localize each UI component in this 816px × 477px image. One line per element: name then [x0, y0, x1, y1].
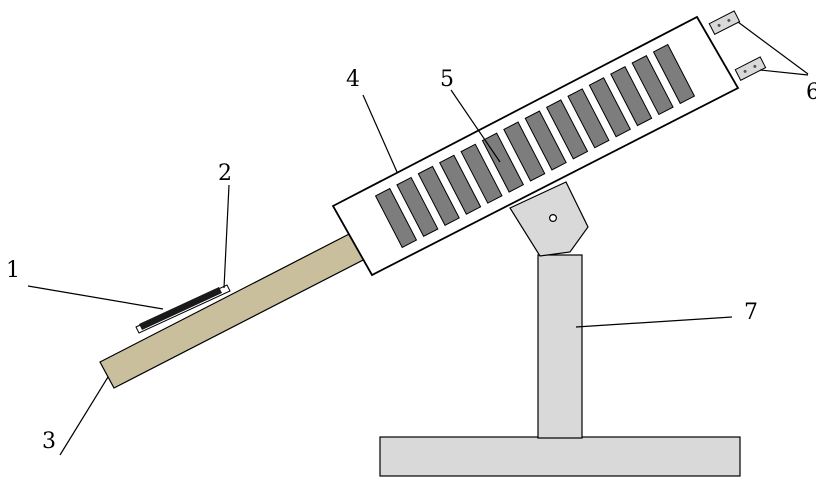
leader-7	[575, 316, 733, 328]
magnet-disc	[652, 43, 696, 105]
magnet-disc	[439, 154, 482, 215]
leader-2	[223, 184, 230, 289]
magnet-disc	[545, 99, 589, 160]
leader-1	[27, 285, 164, 310]
leader-4	[362, 94, 398, 173]
leader-6b	[759, 69, 809, 76]
connector-lower	[734, 56, 767, 82]
label-7: 7	[744, 300, 758, 325]
magnet-disc	[588, 77, 631, 138]
magnet-disc	[610, 66, 653, 127]
stand-bracket	[509, 181, 589, 257]
leader-3	[59, 376, 109, 456]
connector-upper	[708, 10, 741, 36]
leader-5	[450, 89, 501, 163]
magnet-disc	[503, 121, 546, 182]
label-2: 2	[218, 161, 232, 186]
label-4: 4	[346, 67, 360, 92]
magnet-disc	[460, 143, 503, 204]
sample-pad	[139, 287, 222, 330]
stand-column	[537, 254, 583, 439]
magnet-disc	[374, 187, 418, 249]
label-6: 6	[806, 80, 816, 105]
magnet-disc	[524, 110, 567, 171]
magnet-disc	[396, 176, 439, 238]
tube-housing	[331, 15, 740, 277]
magnet-disc	[481, 132, 525, 193]
label-5: 5	[440, 67, 454, 92]
stand-base	[379, 436, 741, 477]
pivot-pin	[548, 214, 557, 223]
magnet-disc	[567, 88, 610, 149]
magnet-disc	[417, 165, 460, 226]
leader-6a	[737, 21, 809, 75]
magnet-disc	[631, 54, 674, 116]
label-3: 3	[42, 429, 56, 454]
label-1: 1	[6, 258, 20, 283]
magnet-stack	[374, 43, 696, 249]
